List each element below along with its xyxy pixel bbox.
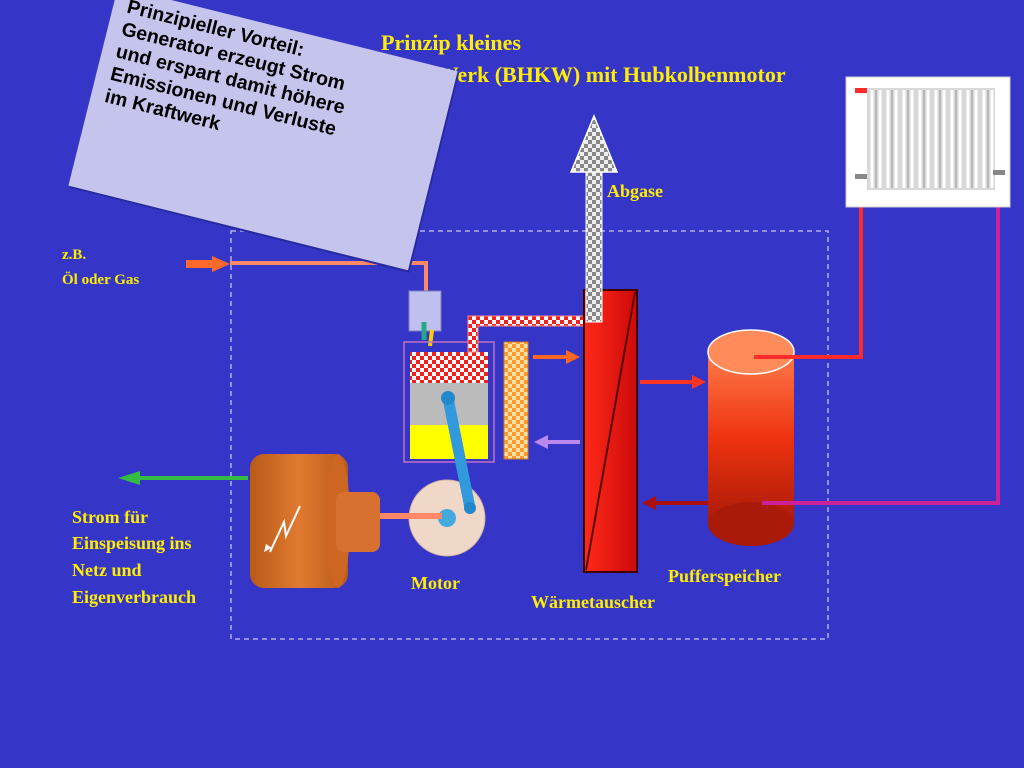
fuel-label-1: z.B. — [62, 247, 87, 263]
coolant-return-flow — [534, 435, 580, 449]
system-boundary — [230, 230, 829, 640]
fuel-label-2: Öl oder Gas — [62, 272, 140, 288]
hot-water-to-tank — [640, 375, 706, 389]
heat-exchanger — [583, 289, 638, 573]
exhaust-label: Abgase — [607, 181, 664, 201]
coolant-flow-to-exchanger — [533, 350, 580, 364]
exhaust-stack — [569, 114, 619, 323]
power-label-1: Strom für — [72, 507, 149, 527]
return-pipe — [762, 185, 1000, 505]
buffer-tank-label: Pufferspeicher — [668, 566, 781, 586]
generator — [250, 454, 380, 588]
engine-cylinder — [403, 341, 495, 463]
power-label-4: Eigenverbrauch — [72, 587, 196, 607]
radiator — [845, 76, 1011, 208]
electricity-arrow — [118, 471, 248, 485]
supply-pipe — [754, 90, 863, 359]
buffer-tank — [707, 329, 795, 546]
return-water-to-exchanger — [642, 496, 708, 510]
title-line-1: Prinzip kleines — [381, 30, 521, 55]
fuel-supply — [186, 256, 428, 292]
heat-exchanger-label: Wärmetauscher — [531, 592, 655, 612]
crank-hub — [438, 509, 456, 527]
power-label-3: Netz und — [72, 560, 142, 580]
power-label-2: Einspeisung ins — [72, 533, 192, 553]
motor-label: Motor — [411, 573, 460, 593]
connecting-rod — [442, 392, 476, 514]
cooling-jacket — [503, 341, 529, 460]
